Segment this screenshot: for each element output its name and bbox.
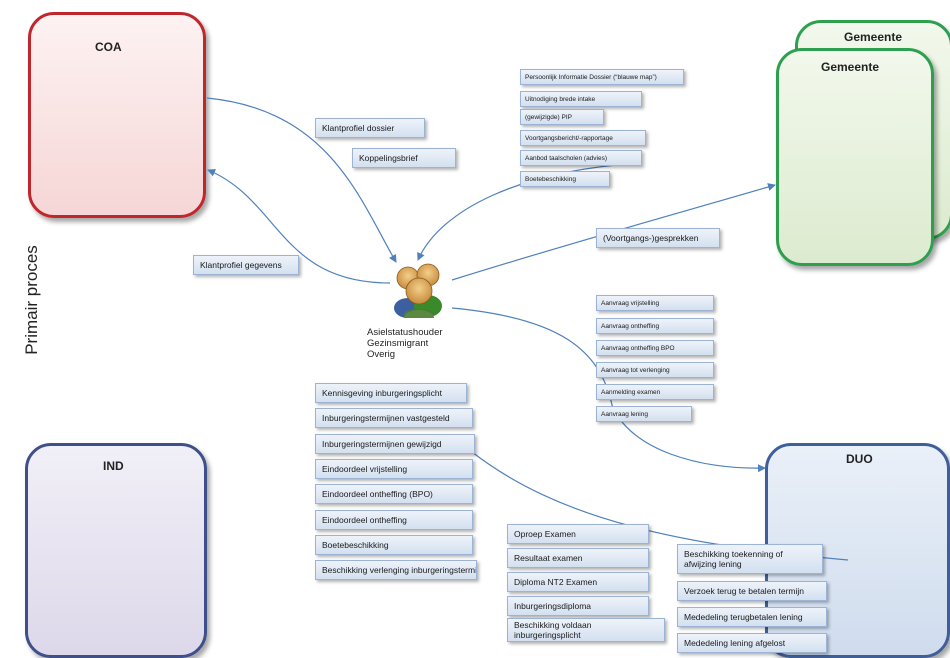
ind-doc-eindoordeel-ontheffing-bpo: Eindoordeel ontheffing (BPO): [315, 484, 473, 504]
exam-doc-inburgeringsdiploma: Inburgeringsdiploma: [507, 596, 649, 616]
gemeente-doc-pid: Persoonlijk Informatie Dossier (“blauwe …: [520, 69, 684, 85]
people-group-icon: [394, 263, 442, 318]
duo-request-verlenging: Aanvraag tot verlenging: [596, 362, 714, 378]
gemeente-doc-gesprekken: (Voortgangs-)gesprekken: [596, 228, 720, 248]
gemeente-doc-boete: Boetebeschikking: [520, 171, 610, 187]
ind-doc-boetebeschikking: Boetebeschikking: [315, 535, 473, 555]
ind-doc-kennisgeving: Kennisgeving inburgeringsplicht: [315, 383, 467, 403]
loan-doc-beschikking: Beschikking toekenning of afwijzing leni…: [677, 544, 823, 574]
duo-request-ontheffing-bpo: Aanvraag ontheffing BPO: [596, 340, 714, 356]
ind-doc-termijnen-gewijzigd: Inburgeringstermijnen gewijzigd: [315, 434, 475, 454]
gemeente-title-back: Gemeente: [844, 30, 903, 44]
gemeente-doc-pip: (gewijzigde) PIP: [520, 109, 604, 125]
gemeente-doc-voortgang: Voortgangsbericht/-rapportage: [520, 130, 646, 146]
coa-box: [28, 12, 206, 218]
client-line-2: Gezinsmigrant: [367, 338, 429, 349]
client-line-1: Asielstatushouder: [367, 327, 443, 338]
exam-doc-resultaat: Resultaat examen: [507, 548, 649, 568]
exam-doc-oproep: Oproep Examen: [507, 524, 649, 544]
duo-title: DUO: [846, 452, 873, 466]
duo-request-lening: Aanvraag lening: [596, 406, 692, 422]
loan-doc-mededeling-afgelost: Mededeling lening afgelost: [677, 633, 827, 653]
client-line-3: Overig: [367, 349, 395, 360]
ind-doc-eindoordeel-vrijstelling: Eindoordeel vrijstelling: [315, 459, 473, 479]
coa-doc-koppelingsbrief: Koppelingsbrief: [352, 148, 456, 168]
arrow-client-to-gemeente: [451, 183, 776, 281]
gemeente-box: [776, 48, 934, 266]
arrow-coa-to-client: [206, 97, 397, 263]
duo-request-vrijstelling: Aanvraag vrijstelling: [596, 295, 714, 311]
arrow-gemeente-to-client: [417, 162, 643, 261]
duo-request-ontheffing: Aanvraag ontheffing: [596, 318, 714, 334]
gemeente-title: Gemeente: [821, 60, 880, 74]
exam-doc-voldaan: Beschikking voldaan inburgeringsplicht: [507, 618, 665, 642]
coa-title: COA: [95, 40, 122, 54]
ind-doc-termijnen-vastgesteld: Inburgeringstermijnen vastgesteld: [315, 408, 473, 428]
exam-doc-diploma-nt2: Diploma NT2 Examen: [507, 572, 649, 592]
ind-title: IND: [103, 459, 124, 473]
loan-doc-mededeling-terugbetalen: Mededeling terugbetalen lening: [677, 607, 827, 627]
arrow-client-to-duo: [451, 307, 766, 473]
gemeente-doc-uitnodiging: Uitnodiging brede intake: [520, 91, 642, 107]
client-label: Asielstatushouder Gezinsmigrant Overig: [367, 327, 443, 360]
coa-doc-klantprofiel-dossier: Klantprofiel dossier: [315, 118, 425, 138]
ind-doc-eindoordeel-ontheffing: Eindoordeel ontheffing: [315, 510, 473, 530]
loan-doc-verzoek: Verzoek terug te betalen termijn: [677, 581, 827, 601]
duo-request-examen: Aanmelding examen: [596, 384, 714, 400]
coa-doc-klantprofiel-gegevens: Klantprofiel gegevens: [193, 255, 299, 275]
ind-doc-verlenging: Beschikking verlenging inburgeringstermi…: [315, 560, 477, 580]
arrow-client-to-coa: [207, 169, 391, 284]
gemeente-doc-aanbod: Aanbod taalscholen (advies): [520, 150, 642, 166]
